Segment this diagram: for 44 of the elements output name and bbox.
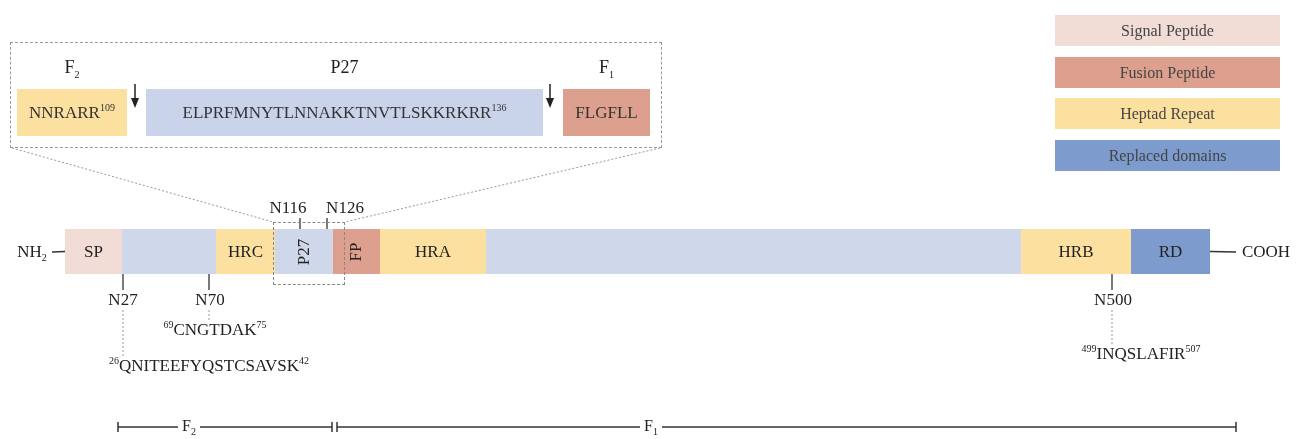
legend-swatch: Replaced domains xyxy=(1055,140,1280,171)
sequence-text: $^{69}$CNGTDAK$^{75}$ xyxy=(150,320,280,340)
terminus-label: COOH xyxy=(1236,241,1296,263)
dimension-label: F$_{2}$ xyxy=(178,417,200,435)
zoom-frame xyxy=(273,222,345,285)
connector-line xyxy=(1111,273,1113,291)
connector-line xyxy=(122,273,124,291)
domain-segment xyxy=(122,229,216,274)
sequence-text: FLGFLL xyxy=(575,102,638,123)
dimension-label: F$_{1}$ xyxy=(640,417,662,435)
domain-segment xyxy=(486,229,1021,274)
heading-label: F$_{1}$ xyxy=(598,57,615,77)
leader-line xyxy=(1111,309,1113,345)
glycosylation-site-label: N116 xyxy=(266,198,310,218)
terminus-label: NH$_{2}$ xyxy=(12,241,52,263)
domain-segment: SP xyxy=(65,229,122,274)
legend-swatch: Heptad Repeat xyxy=(1055,98,1280,129)
sequence-text: $^{499}$INQSLAFIR$^{507}$ xyxy=(1066,344,1216,364)
leader-line xyxy=(11,147,274,223)
connector-line xyxy=(299,217,301,230)
sequence-text: $^{26}$QNITEEFYQSTCSAVSK$^{42}$ xyxy=(84,356,334,376)
domain-segment: FP xyxy=(333,229,380,274)
glycosylation-site-label: N70 xyxy=(191,290,229,310)
domain-segment: HRB xyxy=(1021,229,1131,274)
connector-line xyxy=(1209,250,1237,253)
heading-label: F$_{2}$ xyxy=(63,57,81,77)
sequence-text: NNRARR$^{109}$ xyxy=(29,102,115,123)
leader-line xyxy=(208,309,210,321)
glycosylation-site-label: N500 xyxy=(1090,290,1136,310)
glycosylation-site-label: N126 xyxy=(322,198,368,218)
heading-label: P27 xyxy=(329,57,360,77)
legend-swatch: Fusion Peptide xyxy=(1055,57,1280,88)
domain-segment: RD xyxy=(1131,229,1210,274)
domain-segment: HRC xyxy=(216,229,275,274)
domain-segment: HRA xyxy=(380,229,486,274)
connector-line xyxy=(51,250,66,253)
legend-swatch: Signal Peptide xyxy=(1055,15,1280,46)
connector-line xyxy=(326,217,328,230)
leader-line xyxy=(122,309,124,357)
sequence-text: ELPRFMNYTLNNAKKTNVTLSKKRKRR$^{136}$ xyxy=(182,102,507,123)
connector-line xyxy=(208,273,210,291)
glycosylation-site-label: N27 xyxy=(104,290,142,310)
leader-line xyxy=(344,147,661,223)
zoom-inset-box xyxy=(10,42,662,148)
